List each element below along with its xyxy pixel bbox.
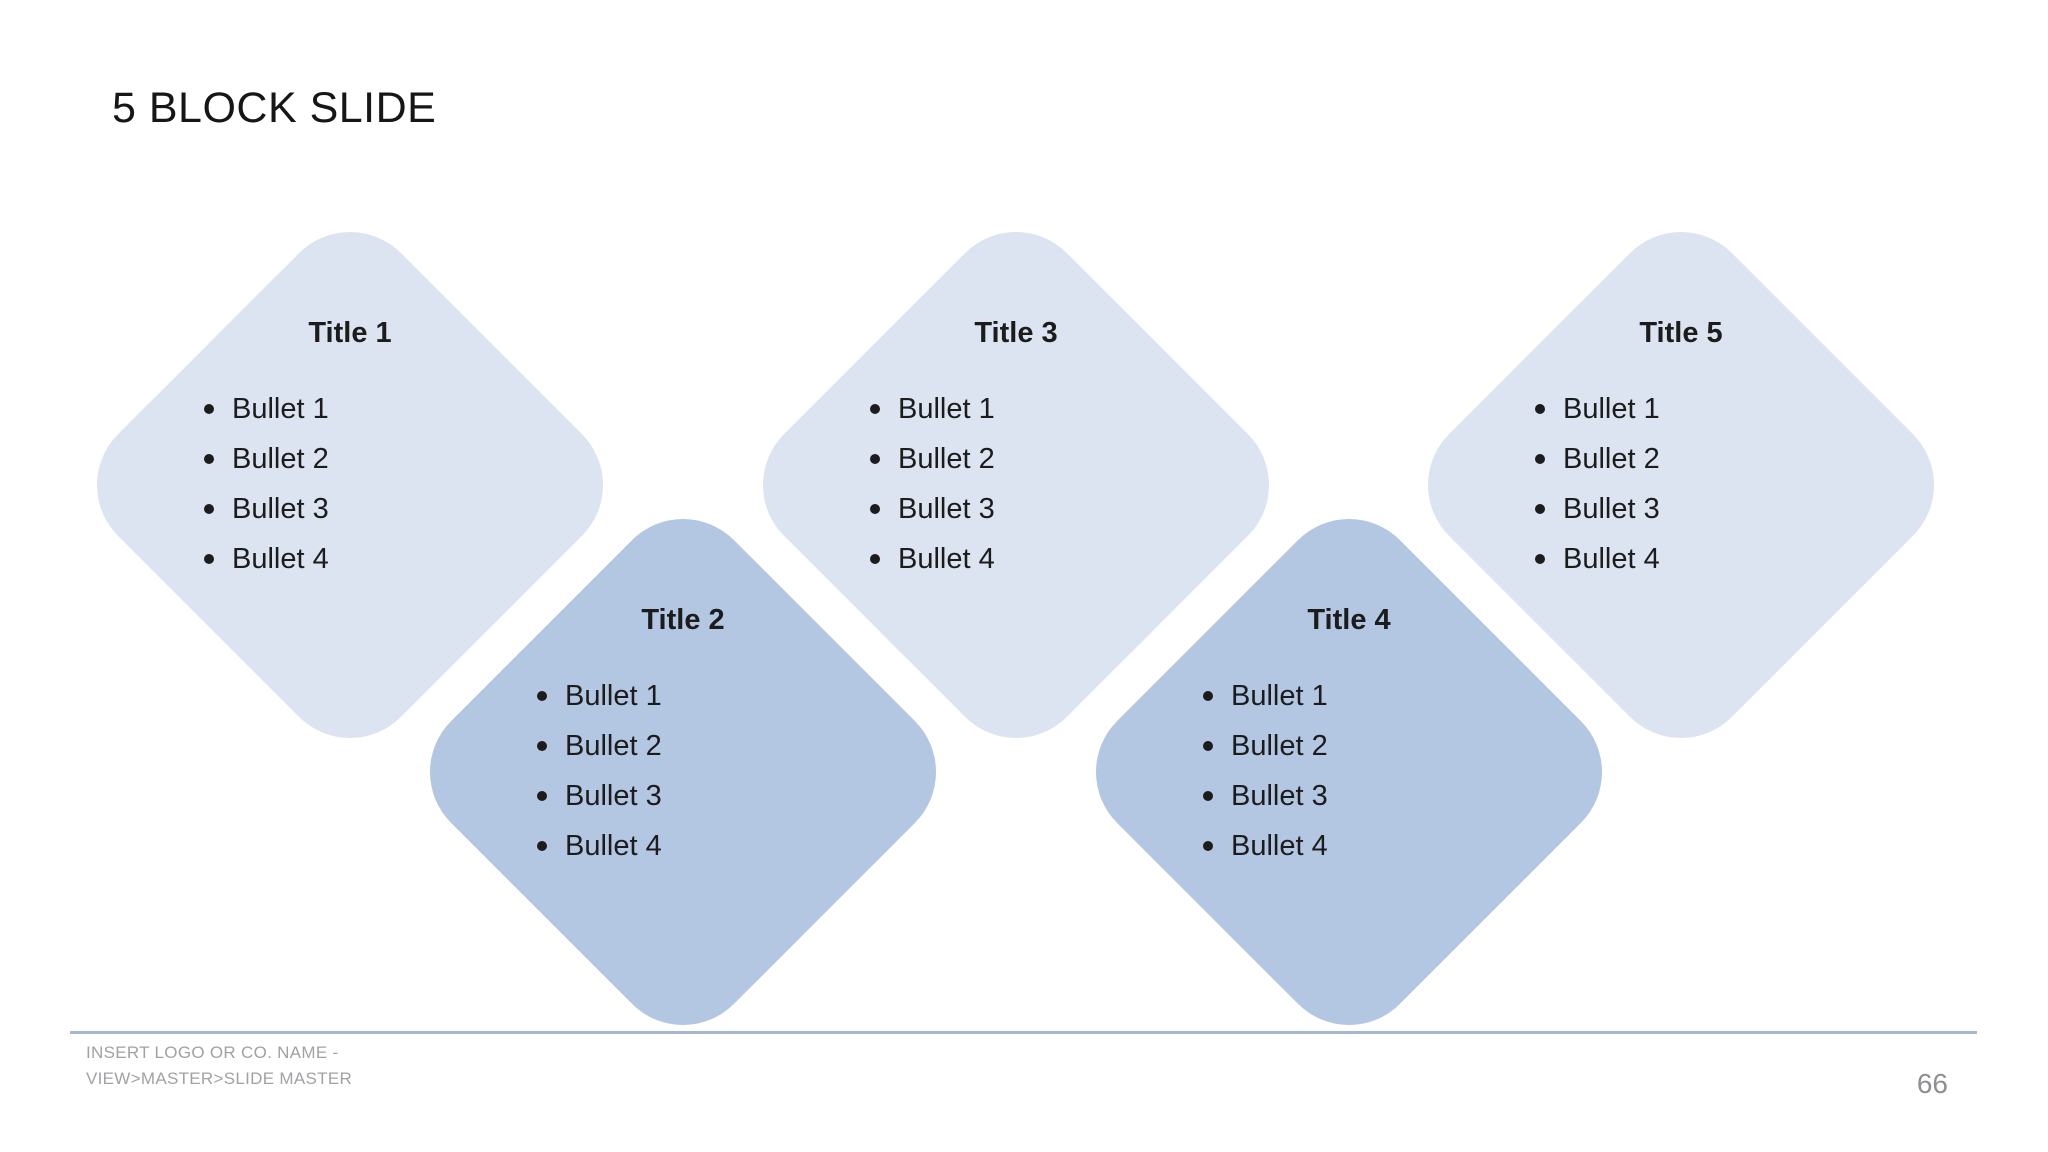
footer-divider <box>70 1031 1977 1034</box>
diamond-content: Title 5 Bullet 1 Bullet 2 Bullet 3 Bulle… <box>1531 315 1831 584</box>
bullet-label: Bullet 1 <box>1563 392 1660 425</box>
bullet-dot-icon <box>204 554 214 564</box>
bullet-label: Bullet 3 <box>565 779 662 812</box>
footer-line-1: INSERT LOGO OR CO. NAME - <box>86 1043 339 1062</box>
bullet-item: Bullet 4 <box>200 534 500 584</box>
bullet-label: Bullet 4 <box>232 542 329 575</box>
bullet-dot-icon <box>1203 841 1213 851</box>
diamond-content: Title 4 Bullet 1 Bullet 2 Bullet 3 Bulle… <box>1199 602 1499 871</box>
bullet-dot-icon <box>870 404 880 414</box>
bullet-label: Bullet 3 <box>898 492 995 525</box>
bullet-item: Bullet 1 <box>533 671 833 721</box>
bullet-label: Bullet 1 <box>232 392 329 425</box>
bullet-label: Bullet 3 <box>1563 492 1660 525</box>
bullet-label: Bullet 2 <box>898 442 995 475</box>
bullet-dot-icon <box>204 454 214 464</box>
block-title: Title 4 <box>1307 604 1391 636</box>
bullet-item: Bullet 2 <box>866 434 1166 484</box>
bullet-item: Bullet 2 <box>1199 721 1499 771</box>
bullet-item: Bullet 1 <box>1199 671 1499 721</box>
block-title: Title 5 <box>1639 317 1723 349</box>
bullet-label: Bullet 4 <box>1231 829 1328 862</box>
bullet-label: Bullet 2 <box>232 442 329 475</box>
bullet-label: Bullet 2 <box>1231 729 1328 762</box>
bullet-item: Bullet 2 <box>533 721 833 771</box>
bullet-label: Bullet 4 <box>898 542 995 575</box>
bullet-item: Bullet 4 <box>533 821 833 871</box>
bullet-item: Bullet 4 <box>866 534 1166 584</box>
bullet-item: Bullet 2 <box>1531 434 1831 484</box>
bullet-item: Bullet 1 <box>1531 384 1831 434</box>
diamond-content: Title 3 Bullet 1 Bullet 2 Bullet 3 Bulle… <box>866 315 1166 584</box>
diamond-content: Title 2 Bullet 1 Bullet 2 Bullet 3 Bulle… <box>533 602 833 871</box>
bullet-dot-icon <box>1535 504 1545 514</box>
bullet-dot-icon <box>1203 791 1213 801</box>
bullet-dot-icon <box>870 554 880 564</box>
bullet-item: Bullet 1 <box>200 384 500 434</box>
bullet-item: Bullet 3 <box>1199 771 1499 821</box>
bullet-dot-icon <box>537 741 547 751</box>
bullet-dot-icon <box>870 454 880 464</box>
bullet-list: Bullet 1 Bullet 2 Bullet 3 Bullet 4 <box>1199 671 1499 871</box>
bullet-item: Bullet 2 <box>200 434 500 484</box>
bullet-label: Bullet 3 <box>232 492 329 525</box>
bullet-label: Bullet 1 <box>565 679 662 712</box>
bullet-label: Bullet 3 <box>1231 779 1328 812</box>
block-title: Title 2 <box>641 604 725 636</box>
bullet-item: Bullet 4 <box>1531 534 1831 584</box>
footer-placeholder: INSERT LOGO OR CO. NAME - VIEW>MASTER>SL… <box>86 1040 352 1092</box>
footer-line-2: VIEW>MASTER>SLIDE MASTER <box>86 1069 353 1088</box>
diamond-content: Title 1 Bullet 1 Bullet 2 Bullet 3 Bulle… <box>200 315 500 584</box>
bullet-dot-icon <box>1535 404 1545 414</box>
bullet-label: Bullet 2 <box>1563 442 1660 475</box>
bullet-dot-icon <box>1535 454 1545 464</box>
bullet-label: Bullet 1 <box>1231 679 1328 712</box>
bullet-item: Bullet 3 <box>1531 484 1831 534</box>
slide-heading: 5 BLOCK SLIDE <box>112 83 437 132</box>
bullet-item: Bullet 3 <box>866 484 1166 534</box>
bullet-list: Bullet 1 Bullet 2 Bullet 3 Bullet 4 <box>1531 384 1831 584</box>
page-number: 66 <box>1916 1068 1948 1099</box>
bullet-dot-icon <box>537 791 547 801</box>
bullet-dot-icon <box>204 504 214 514</box>
bullet-dot-icon <box>537 841 547 851</box>
bullet-label: Bullet 2 <box>565 729 662 762</box>
bullet-label: Bullet 4 <box>1563 542 1660 575</box>
bullet-list: Bullet 1 Bullet 2 Bullet 3 Bullet 4 <box>533 671 833 871</box>
bullet-dot-icon <box>204 404 214 414</box>
bullet-item: Bullet 3 <box>533 771 833 821</box>
bullet-dot-icon <box>537 691 547 701</box>
block-title: Title 3 <box>974 317 1058 349</box>
block-title: Title 1 <box>308 317 392 349</box>
bullet-dot-icon <box>870 504 880 514</box>
bullet-item: Bullet 3 <box>200 484 500 534</box>
bullet-list: Bullet 1 Bullet 2 Bullet 3 Bullet 4 <box>200 384 500 584</box>
bullet-dot-icon <box>1203 741 1213 751</box>
bullet-item: Bullet 1 <box>866 384 1166 434</box>
bullet-dot-icon <box>1535 554 1545 564</box>
bullet-label: Bullet 4 <box>565 829 662 862</box>
bullet-label: Bullet 1 <box>898 392 995 425</box>
bullet-item: Bullet 4 <box>1199 821 1499 871</box>
bullet-list: Bullet 1 Bullet 2 Bullet 3 Bullet 4 <box>866 384 1166 584</box>
bullet-dot-icon <box>1203 691 1213 701</box>
